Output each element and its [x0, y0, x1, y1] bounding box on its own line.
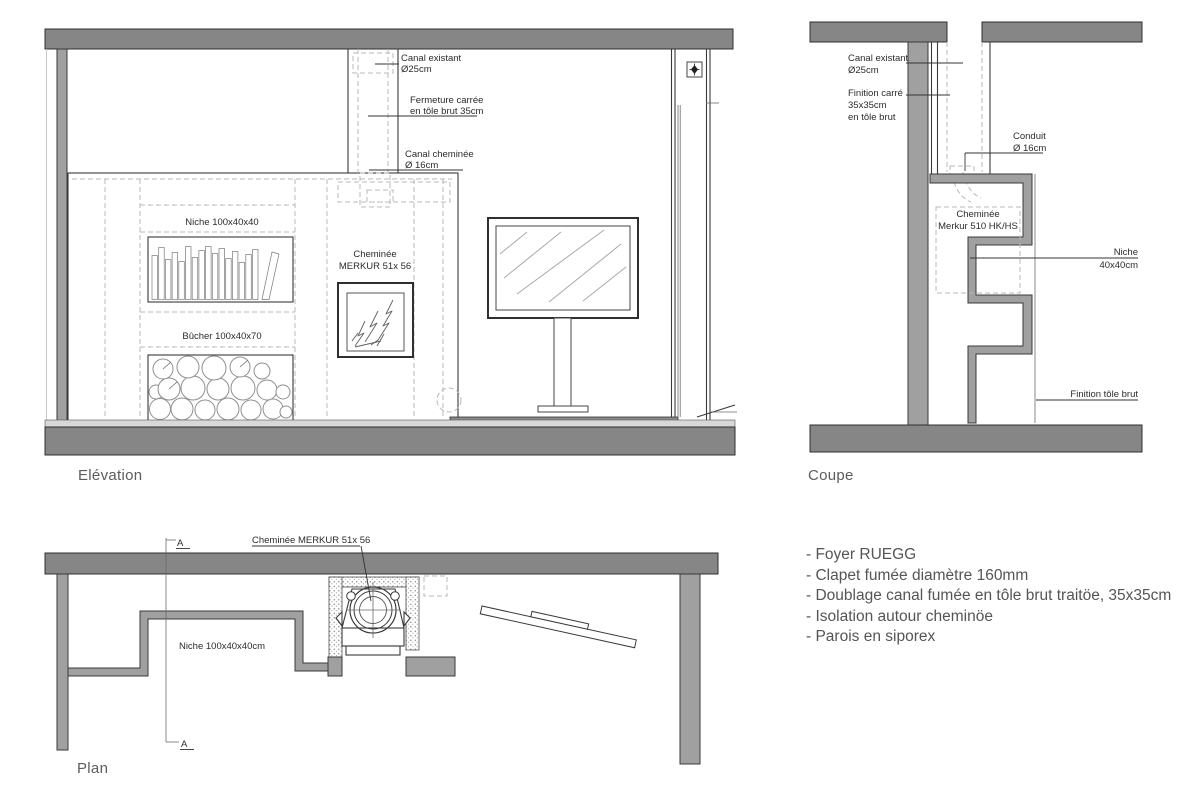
note-item: - Doublage canal fumée en tôle brut trai…: [806, 587, 1172, 605]
label-niche-elevation: Niche 100x40x40: [185, 217, 258, 228]
coupe-floor: [809, 424, 1143, 453]
plan-top-wall: [44, 552, 719, 575]
coupe-label-cheminee-2: Merkur 510 HK/HS: [938, 221, 1018, 232]
plan-view: Cheminée MERKUR 51x 56 Niche 100x40x40cm…: [44, 535, 719, 765]
coupe-label-canal-existant-1: Canal existant: [848, 53, 909, 64]
coupe-ceiling-left: [809, 21, 948, 43]
elevation-stove: [337, 282, 414, 358]
plan-leaders: [252, 545, 372, 602]
elevation-ceiling-slab: [44, 28, 734, 50]
label-cheminee-1: Cheminée: [353, 249, 396, 260]
label-fermeture-1: Fermeture carrée: [410, 95, 483, 106]
plan-right-wall: [679, 573, 701, 765]
plan-label-cheminee: Cheminée MERKUR 51x 56: [252, 535, 370, 546]
elevation-dashed-guides: [72, 178, 462, 418]
coupe-label-cheminee-1: Cheminée: [956, 209, 999, 220]
elevation-view: Canal existant Ø25cm Fermeture carrée en…: [44, 28, 737, 456]
spec-notes-list: - Foyer RUEGG - Clapet fumée diamètre 16…: [806, 545, 1171, 648]
coupe-label-conduit-2: Ø 16cm: [1013, 143, 1046, 154]
plan-view-title: Plan: [77, 760, 109, 777]
elevation-left-wall: [56, 48, 68, 426]
plan-section-marker-bottom: A: [181, 739, 188, 750]
elevation-bucher-logs: [147, 354, 294, 422]
note-item: - Parois en siporex: [806, 628, 936, 646]
elevation-chimney-duct: [337, 49, 451, 208]
label-canal-existant-2: Ø25cm: [401, 64, 432, 75]
coupe-label-canal-existant-2: Ø25cm: [848, 65, 879, 76]
plan-section-line: [165, 538, 194, 750]
note-item: - Foyer RUEGG: [806, 546, 917, 563]
coupe-label-conduit-1: Conduit: [1013, 131, 1046, 142]
coupe-wall: [907, 41, 929, 426]
coupe-ceiling-right: [981, 21, 1143, 43]
plan-diagonal-element: [479, 605, 637, 649]
coupe-view: Canal existant Ø25cm Finition carré 35x3…: [809, 21, 1143, 453]
label-cheminee-2: MERKUR 51x 56: [339, 261, 411, 272]
plan-fireplace: [327, 575, 456, 677]
elevation-floor: [44, 419, 736, 456]
label-fermeture-2: en tôle brut 35cm: [410, 106, 483, 117]
coupe-leaders: [906, 62, 1138, 401]
label-canal-cheminee-2: Ø 16cm: [405, 160, 438, 171]
elevation-view-title: Elévation: [78, 467, 143, 484]
coupe-fireplace-profile: [929, 173, 1033, 424]
coupe-label-finition-3: en tôle brut: [848, 112, 896, 123]
coupe-view-title: Coupe: [808, 467, 854, 484]
coupe-ducts: [930, 42, 991, 203]
elevation-window-frame: [670, 49, 737, 425]
coupe-label-niche-2: 40x40cm: [1099, 260, 1138, 271]
elevation-niche-books: [147, 236, 294, 303]
tv-stand-base: [537, 405, 589, 413]
coupe-label-finition-2: 35x35cm: [848, 100, 887, 111]
label-canal-cheminee-1: Canal cheminée: [405, 149, 474, 160]
plan-section-marker-top: A: [177, 538, 184, 549]
coupe-label-niche-1: Niche: [1114, 247, 1138, 258]
note-item: - Isolation autour cheminöe: [806, 607, 993, 625]
label-bucher: Bûcher 100x40x70: [182, 331, 261, 342]
elevation-leaders: [368, 63, 477, 171]
label-canal-existant-1: Canal existant: [401, 53, 462, 64]
coupe-stove-dashed-zone: [935, 206, 1021, 294]
note-item: - Clapet fumée diamètre 160mm: [806, 566, 1029, 584]
tv-stand-pole: [553, 317, 572, 407]
plan-label-niche: Niche 100x40x40cm: [179, 641, 265, 652]
elevation-tv: [487, 217, 639, 413]
plan-left-wall: [56, 573, 69, 751]
coupe-label-finition-1: Finition carré: [848, 88, 903, 99]
coupe-label-finition-tole: Finition tôle brut: [1070, 389, 1138, 400]
